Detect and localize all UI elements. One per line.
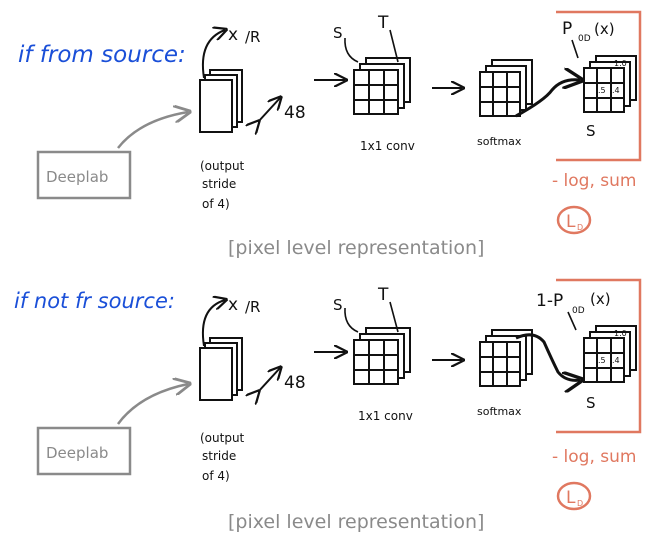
t-label: T [377,285,389,305]
conv-label: 1x1 conv [358,409,413,423]
prob-label: 1-P [536,291,563,311]
loss-label: - log, sum [552,171,636,191]
prob-subscript: 0D [578,34,591,44]
prob-bracket [571,39,579,59]
loss-symbol: L [566,212,576,232]
arrow-to-prob [515,333,580,381]
s-under-label: S [586,394,596,412]
cell-value-1: 1.0 [614,329,627,338]
softmax-label: softmax [477,405,522,418]
output-stride-2: stride [202,449,236,463]
deeplab-arrow [116,384,188,425]
s-under-label: S [586,122,596,140]
output-stride-1: (output [200,159,245,173]
loss-symbol-circle [556,205,592,235]
prob-arg: (x) [594,20,615,38]
prob-grid [583,325,637,383]
x-factor: /R [245,28,260,46]
deeplab-arrow [117,112,188,149]
loss-label: - log, sum [552,447,636,467]
prob-label: P [562,19,572,39]
channel-count: 48 [284,373,306,393]
s-label: S [333,24,343,42]
x-label: x [228,25,238,45]
depth-arrow [258,98,280,122]
panel-not-from-source: if not fr source: Deeplab x /R 48 (outpu… [14,278,642,533]
t-bracket [389,301,399,333]
x-label: x [228,295,238,315]
output-stride-1: (output [200,431,245,445]
conv-label: 1x1 conv [360,139,415,153]
prob-arg: (x) [590,290,611,308]
conv-grid [353,57,411,115]
deeplab-box [36,426,132,476]
t-bracket [389,29,399,63]
softmax-label: softmax [477,135,522,148]
caption: [pixel level representation] [228,237,484,259]
condition-label: if not fr source: [14,289,175,313]
feature-map-stack [199,69,243,133]
channel-count: 48 [284,103,306,123]
loss-bracket [556,10,642,162]
loss-subscript: D [577,223,583,232]
s-bracket [344,37,359,63]
cell-value-1: 1.0 [614,59,627,68]
cell-value-2: .5 [598,86,606,95]
x-arc [202,30,225,79]
panel-from-source: if from source: Deeplab x /R 48 (output … [18,10,642,259]
deeplab-label: Deeplab [46,444,108,462]
loss-symbol-circle [556,481,592,511]
cell-value-3: .4 [612,86,620,95]
t-label: T [377,13,389,33]
loss-subscript: D [577,499,583,508]
arrow-to-prob [515,80,580,118]
prob-grid [583,55,637,113]
s-label: S [333,296,343,314]
feature-map-stack [199,337,243,401]
output-stride-3: of 4) [202,469,230,483]
s-bracket [344,307,359,333]
output-stride-2: stride [202,177,236,191]
cell-value-3: .4 [612,356,620,365]
deeplab-box [36,150,132,200]
output-stride-3: of 4) [202,197,230,211]
loss-bracket [556,278,642,434]
depth-arrow [258,368,280,392]
deeplab-label: Deeplab [46,168,108,186]
condition-label: if from source: [18,42,186,68]
conv-grid [353,327,411,385]
softmax-grid [479,59,533,117]
loss-symbol: L [566,488,576,508]
softmax-grid [479,329,533,387]
prob-bracket [567,311,577,331]
x-arc [202,300,225,347]
caption: [pixel level representation] [228,511,484,533]
cell-value-2: .5 [598,356,606,365]
x-factor: /R [245,298,260,316]
prob-subscript: 0D [572,306,585,316]
